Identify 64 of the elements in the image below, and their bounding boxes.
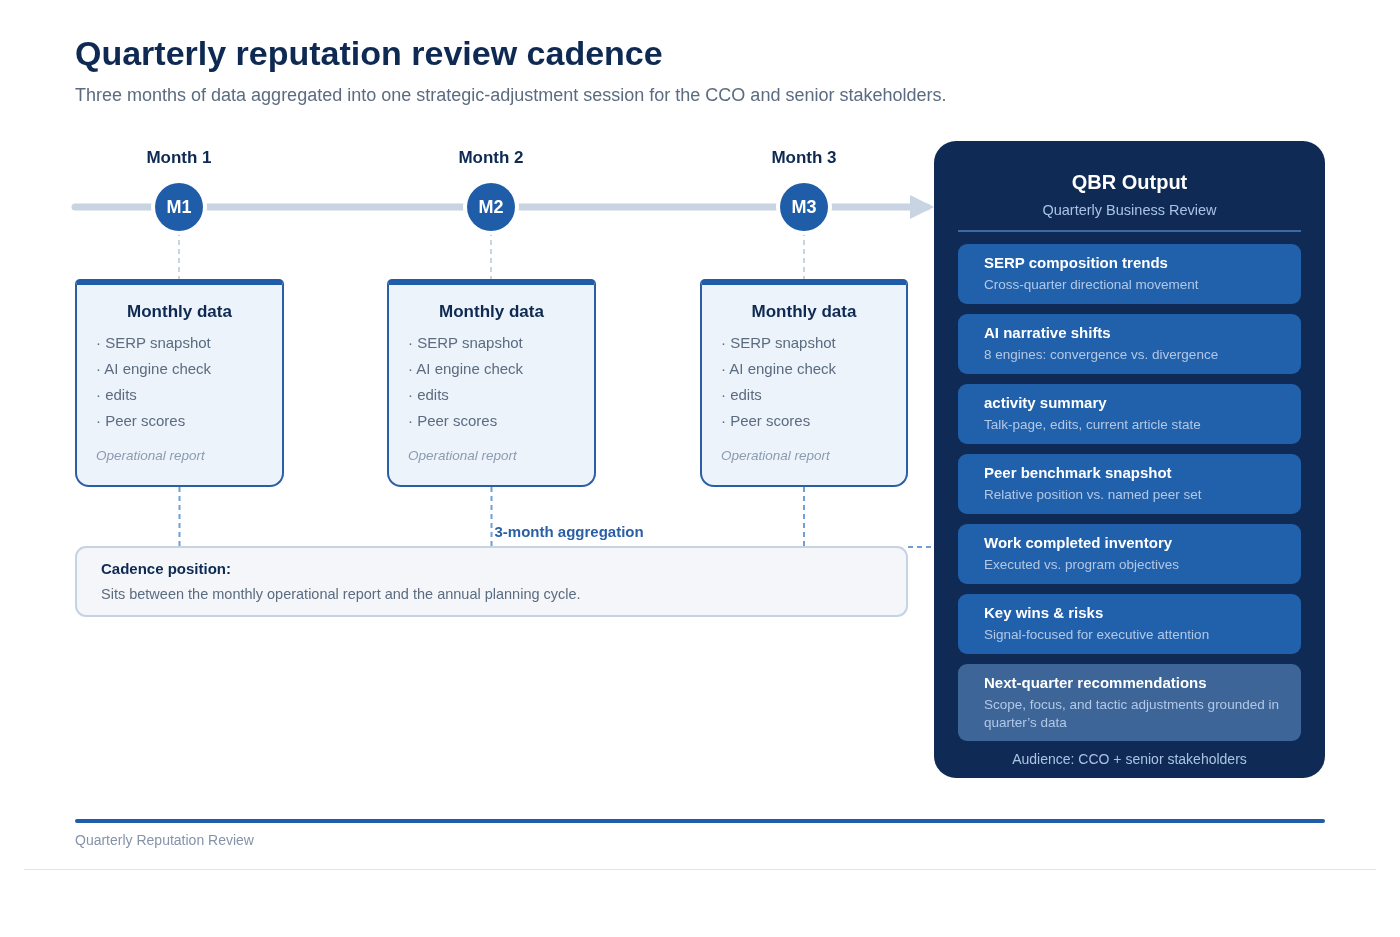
card-description: Executed vs. program objectives — [984, 556, 1181, 574]
note-text: Sits between the monthly operational report and the annual planning cycle. — [101, 585, 582, 604]
milestone-label: M1 — [166, 196, 192, 218]
card-description: Relative position vs. named peer set — [984, 486, 1203, 504]
dashed-connector — [490, 486, 493, 547]
card-heading: Monthly data — [126, 301, 233, 323]
output-card — [958, 454, 1301, 514]
diagram-title: Quarterly reputation review cadence — [75, 33, 663, 74]
milestone-circle — [467, 183, 515, 231]
footer-text: Quarterly Reputation Review — [75, 831, 254, 849]
list-item: · SERP snapshot — [96, 333, 212, 353]
card-description: Talk-page, edits, current article state — [984, 416, 1202, 434]
card-description: Scope, focus, and tactic adjustments grounded in quarter’s data — [984, 696, 1280, 732]
dashed-connector — [178, 486, 181, 547]
panel-title: QBR Output — [1071, 170, 1188, 195]
output-card — [958, 314, 1301, 374]
card-title: AI narrative shifts — [984, 323, 1112, 343]
list-item: · Peer scores — [408, 411, 499, 431]
milestone-circle — [780, 183, 828, 231]
card-title: Key wins & risks — [984, 603, 1105, 623]
milestone-label: M3 — [791, 196, 817, 218]
card-title: SERP composition trends — [984, 253, 1169, 273]
list-item: · Peer scores — [96, 411, 187, 431]
month-label: Month 2 — [457, 147, 525, 169]
card-note: Operational report — [96, 447, 206, 465]
milestone-label: M2 — [478, 196, 504, 218]
note-panel — [75, 546, 908, 617]
output-card — [958, 244, 1301, 304]
list-item: · edits — [721, 385, 763, 405]
list-item: · SERP snapshot — [408, 333, 524, 353]
note-heading: Cadence position: — [101, 559, 232, 579]
audience-note: Audience: CCO + senior stakeholders — [1012, 750, 1247, 768]
card-description: Signal-focused for executive attention — [984, 626, 1211, 644]
monthly-data-card — [700, 279, 908, 487]
list-item: · edits — [408, 385, 450, 405]
output-card — [958, 664, 1301, 741]
list-item: · SERP snapshot — [721, 333, 837, 353]
list-item: · Peer scores — [721, 411, 812, 431]
dashed-connector — [803, 486, 805, 547]
card-heading: Monthly data — [750, 301, 858, 323]
milestone-circle — [155, 183, 203, 231]
card-note: Operational report — [408, 447, 518, 465]
panel-subtitle: Quarterly Business Review — [1042, 201, 1217, 220]
card-title: activity summary — [984, 393, 1108, 413]
card-title: Peer benchmark snapshot — [984, 463, 1173, 483]
list-item: · AI engine check — [721, 359, 838, 379]
card-title: Work completed inventory — [984, 533, 1174, 553]
diagram-subtitle: Three months of data aggregated into one strategic-adjustment session for the CCO and senior stakeholders. — [75, 84, 947, 106]
list-item: · edits — [96, 385, 138, 405]
monthly-data-card — [75, 279, 284, 487]
card-description: Cross-quarter directional movement — [984, 276, 1200, 294]
card-heading: Monthly data — [438, 301, 545, 323]
output-card — [958, 594, 1301, 654]
list-item: · AI engine check — [96, 359, 213, 379]
month-label: Month 1 — [145, 147, 213, 169]
card-description: 8 engines: convergence vs. divergence — [984, 346, 1220, 364]
monthly-data-card — [387, 279, 596, 487]
month-label: Month 3 — [770, 147, 838, 169]
card-note: Operational report — [721, 447, 831, 465]
output-card — [958, 384, 1301, 444]
card-title: Next-quarter recommendations — [984, 673, 1208, 693]
list-item: · AI engine check — [408, 359, 525, 379]
output-panel — [934, 141, 1325, 778]
output-card — [958, 524, 1301, 584]
